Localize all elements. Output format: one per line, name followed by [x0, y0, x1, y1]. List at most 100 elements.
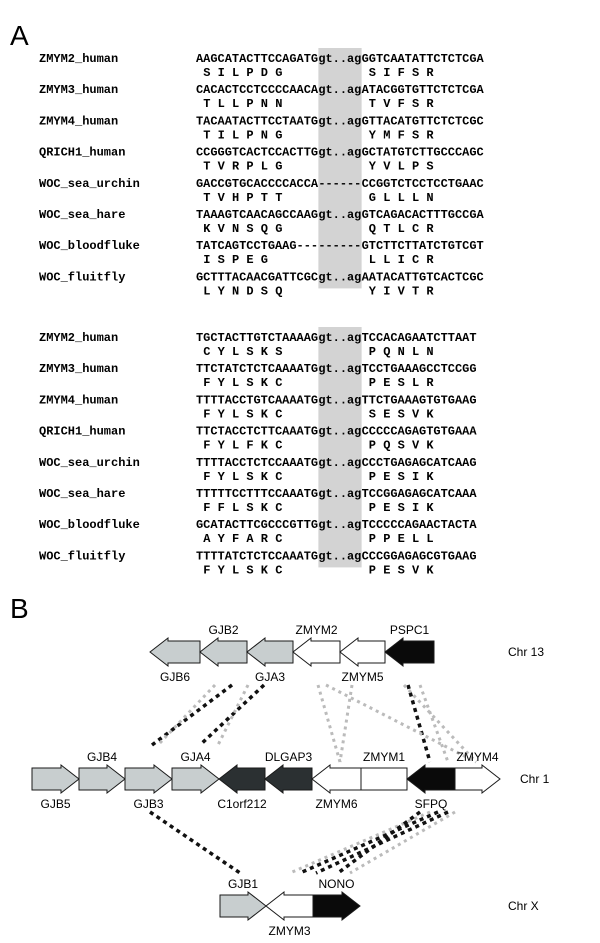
aa-right: P E S I K [369, 501, 435, 515]
dna-mid: gt..ag [318, 393, 361, 407]
aa-right: T V F S R [369, 97, 435, 111]
gene-arrow-gjb4 [78, 763, 126, 795]
dna-mid: gt..ag [318, 331, 361, 345]
gene-arrow-dlgap3 [264, 763, 313, 795]
dna-left: TACAATACTTCCTAATG [196, 114, 318, 128]
gene-label-gja4: GJA4 [180, 750, 210, 764]
synteny-link [336, 810, 422, 875]
aa-left: F F L S K C [203, 501, 282, 515]
gene-arrow-zmym5 [339, 636, 386, 668]
aa-left: T V H P T T [203, 191, 282, 205]
sequence-name: WOC_sea_hare [39, 208, 125, 222]
chromosome-label: Chr 1 [520, 772, 550, 786]
dna-right: TCCCCCAGAACTACTA [362, 518, 478, 532]
gene-arrow-gjb2 [199, 636, 248, 668]
gene-label-gjb5: GJB5 [40, 797, 70, 811]
gene-arrow-c1orf212 [218, 763, 266, 795]
dna-mid: gt..ag [318, 52, 361, 66]
gene-arrow-nono [312, 890, 361, 922]
sequence-name: ZMYM3_human [39, 362, 118, 376]
dna-left: GCTTTACAACGATTCGC [196, 270, 318, 284]
aa-left: F Y L S K C [203, 407, 282, 421]
aa-right: P E S L R [369, 376, 435, 390]
gene-label-gjb6: GJB6 [160, 670, 190, 684]
gene-label-zmym6: ZMYM6 [316, 797, 358, 811]
sequence-name: WOC_sea_urchin [39, 177, 140, 191]
gene-label-gjb2: GJB2 [208, 623, 238, 637]
gene-label-pspc1: PSPC1 [390, 623, 430, 637]
aa-right: P E S V K [369, 563, 435, 577]
sequence-name: WOC_bloodfluke [39, 518, 140, 532]
dna-right: TTCTGAAAGTGTGAAG [362, 393, 477, 407]
aa-right: P P E L L [369, 532, 434, 546]
synteny-link [406, 684, 432, 763]
intron-highlight [318, 327, 362, 568]
dna-left: TGCTACTTGTCTAAAAG [196, 331, 318, 345]
dna-right: CCCCCAGAGTGTGAAA [362, 425, 478, 439]
dna-mid: gt..ag [318, 487, 361, 501]
aa-left: F Y L S K C [203, 376, 282, 390]
aa-right: Y I V T R [369, 284, 435, 298]
dna-right: AATACATTGTCACTCGC [362, 270, 484, 284]
dna-mid: ------ [318, 177, 361, 191]
dna-right: ATACGGTGTTCTCTCGA [362, 83, 485, 97]
gene-label-zmym5: ZMYM5 [342, 670, 384, 684]
aa-left: T L L P N N [203, 97, 282, 111]
aa-left: I S P E G [203, 253, 268, 267]
dna-right: CCCGGAGAGCGTGAAG [362, 549, 477, 563]
sequence-name: WOC_sea_hare [39, 487, 125, 501]
dna-mid: gt..ag [318, 362, 361, 376]
dna-mid: gt..ag [318, 146, 361, 160]
dna-mid: ------ [318, 239, 361, 253]
gene-arrow-gjb6 [149, 636, 201, 668]
sequence-name: WOC_bloodfluke [39, 239, 140, 253]
aa-left: T I L P N G [203, 128, 282, 142]
aa-right: P E S I K [369, 470, 435, 484]
dna-mid: gt..ag [318, 83, 361, 97]
gene-arrow-gja3 [246, 636, 294, 668]
dna-left: TTTTTCCTTTCCAAATG [196, 487, 318, 501]
dna-left: CCGGGTCACTCCACTTG [196, 146, 318, 160]
sequence-name: ZMYM3_human [39, 83, 118, 97]
synteny-link [149, 810, 241, 875]
dna-mid: gt..ag [318, 456, 361, 470]
dna-left: CACACTCCTCCCCAACA [196, 83, 319, 97]
panel-a-letter: A [10, 20, 29, 51]
aa-left: L Y N D S Q [203, 284, 282, 298]
gene-arrow-gjb5 [31, 763, 80, 795]
chromosome-label: Chr X [508, 899, 539, 913]
dna-left: TTTTACCTGTCAAAATG [196, 393, 318, 407]
gene-arrow-pspc1 [384, 636, 435, 668]
sequence-name: WOC_fluitfly [39, 270, 125, 284]
dna-left: GACCGTGCACCCCACCA [196, 177, 319, 191]
synteny-link [338, 684, 354, 763]
dna-left: TTCTATCTCTCAAAATG [196, 362, 318, 376]
sequence-name: WOC_fluitfly [39, 549, 125, 563]
sequence-name: ZMYM4_human [39, 393, 118, 407]
dna-left: GCATACTTCGCCCGTTG [196, 518, 318, 532]
gene-label-zmym1: ZMYM1 [363, 750, 405, 764]
gene-arrow-zmym3 [265, 890, 314, 922]
aa-left: F Y L F K C [203, 439, 282, 453]
dna-mid: gt..ag [318, 270, 361, 284]
aa-left: C Y L S K S [203, 345, 282, 359]
synteny-link [418, 684, 450, 763]
gene-label-nono: NONO [319, 877, 355, 891]
gene-arrow-gjb1 [219, 890, 267, 922]
dna-left: TATCAGTCCTGAAG--- [196, 239, 318, 253]
gene-arrow-gjb3 [124, 763, 173, 795]
dna-mid: gt..ag [318, 425, 361, 439]
aa-left: K V N S Q G [203, 222, 282, 236]
dna-left: TTCTACCTCTTCAAATG [196, 425, 318, 439]
dna-right: GGTCAATATTCTCTCGA [362, 52, 485, 66]
aa-right: P Q N L N [369, 345, 434, 359]
sequence-name: ZMYM2_human [39, 331, 118, 345]
synteny-link [198, 683, 266, 747]
aa-right: Y V L P S [369, 160, 434, 174]
panel-b-letter: B [10, 593, 29, 624]
gene-label-dlgap3: DLGAP3 [265, 750, 313, 764]
gene-arrow-zmym6 [311, 763, 362, 795]
aa-right: S E S V K [369, 407, 435, 421]
